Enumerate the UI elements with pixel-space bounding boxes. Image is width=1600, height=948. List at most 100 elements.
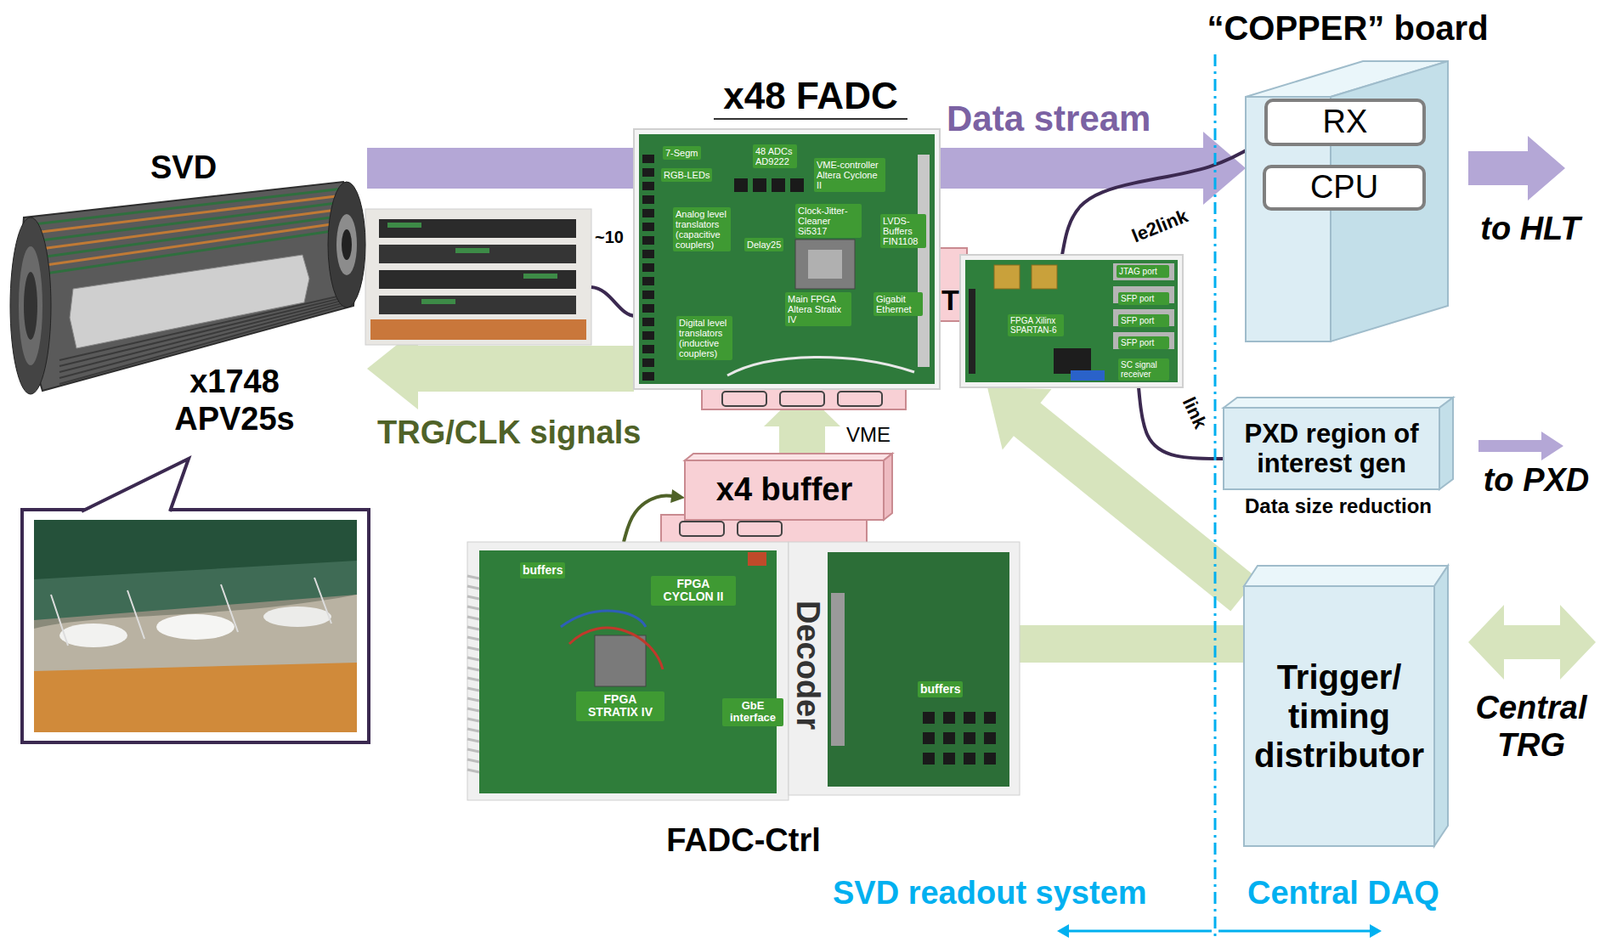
apv-closeup-photo <box>22 458 369 743</box>
repeater-photo-part <box>455 248 490 254</box>
fadc-board-art-part <box>642 277 655 286</box>
scope-arrows <box>1057 924 1382 939</box>
svd-detector-art-part <box>33 188 344 225</box>
boundary-line <box>1214 54 1217 942</box>
buffer-stack-part <box>737 521 782 537</box>
block-label: PXD region of interest gen <box>1223 418 1440 480</box>
fadc-ctrl-board-art-part <box>479 550 777 794</box>
fadc-ctrl-board-art-part <box>467 637 480 640</box>
roi-box: PXD region of interest gen <box>1223 397 1454 490</box>
buffer-box-art-part <box>684 460 884 521</box>
edge-label: TRG/CLK signals <box>377 414 641 453</box>
cable-line <box>1062 139 1265 255</box>
fadc-ctrl-board-art-part <box>467 769 480 773</box>
fadc-ctrl-board-art-part <box>467 576 480 579</box>
ftb-board-art-part <box>960 254 1183 388</box>
apv-closeup-photo-part <box>50 577 332 646</box>
fadc-ctrl-board-art-part <box>467 616 480 620</box>
signal-arrow-line <box>412 345 634 392</box>
free-label: ~10 <box>594 227 624 248</box>
svd-detector-art-part <box>59 296 349 367</box>
ftb-board-art-part <box>1053 348 1092 374</box>
buffer-box-art-part <box>684 453 893 461</box>
apv-closeup-photo-part <box>22 509 369 743</box>
fadc-ctrl-board-art-part <box>467 759 480 763</box>
component-tag: Analog level translators (capacitive cou… <box>672 207 731 252</box>
fadc-board-art-part <box>917 154 930 368</box>
repeater-photo-part <box>370 319 587 340</box>
repeater-photo-part <box>387 222 422 228</box>
fadc-ctrl-board-art-part <box>827 552 1010 787</box>
fadc-ctrl-board-art-part <box>943 752 956 765</box>
free-label: to PXD <box>1480 462 1593 500</box>
apv-closeup-photo-part <box>33 520 357 733</box>
fadc-ctrl-board-art-part <box>467 749 480 752</box>
fadc-board: x48 FADC7-SegmRGB-LEDs48 ADCs AD9222VME-… <box>633 129 940 390</box>
apv-closeup-photo-part <box>81 458 189 514</box>
double-arrow <box>1468 604 1596 680</box>
component-tag: 7-Segm <box>662 146 702 160</box>
block-label: x4 buffer <box>684 471 884 509</box>
fadc-board-art-part <box>642 209 655 218</box>
component-tag: FPGA CYCLON II <box>650 576 736 606</box>
fadc-board-art-part <box>642 249 655 259</box>
svd-detector-art-part <box>336 214 357 276</box>
repeater-photo-part <box>523 273 558 279</box>
cable <box>591 287 636 317</box>
component-tag: 48 ADCs AD9222 <box>752 144 798 169</box>
component-tag: Digital level translators (inductive cou… <box>676 316 733 361</box>
component-tag: FPGA Xilinx SPARTAN-6 <box>1007 314 1064 337</box>
output-arrow <box>1478 431 1564 461</box>
decoder-label: Decoder <box>788 600 826 730</box>
ftb-board-art-part <box>1113 332 1175 350</box>
roi-box-art-part <box>1223 397 1454 408</box>
trigger-box-art-part <box>1434 565 1448 847</box>
apv-closeup-photo-part <box>59 623 128 648</box>
fadc-ctrl-board-art-part <box>467 688 480 691</box>
fadc-board-art-part <box>808 249 843 279</box>
fadc-ctrl-board-art-part <box>963 732 976 745</box>
fadc-ctrl-board-art-part <box>983 712 996 724</box>
apv-closeup-photo-part <box>263 606 332 628</box>
component-tag: Delay25 <box>744 237 784 252</box>
fadc-ctrl-board: buffersFPGA CYCLON IIFPGA STRATIX IVGbE … <box>467 542 1020 801</box>
trigger-box-art-part <box>1243 565 1448 587</box>
cable-line <box>1138 387 1224 459</box>
cable <box>1138 387 1224 459</box>
fadc-ctrl-board-art-part <box>467 657 480 661</box>
fadc-board-art-part <box>642 304 655 313</box>
svd-detector-art-part <box>327 181 366 308</box>
fadc-ctrl-board-art-part <box>467 596 480 600</box>
board-heading: x48 FADC <box>713 74 908 120</box>
fadc-ctrl-board-art-part <box>467 678 480 681</box>
free-label: Central DAQ <box>1247 875 1440 913</box>
fadc-ctrl-board-art-part <box>943 732 956 745</box>
component-tag: SFP port <box>1118 336 1170 350</box>
svd-detector-art-part <box>59 299 349 373</box>
component-tag: SC signal receiver <box>1118 358 1170 381</box>
block-label: RX <box>1267 103 1423 142</box>
trigger-box-art-part <box>1243 586 1435 847</box>
block-label: CPU <box>1266 169 1423 207</box>
free-label: T <box>941 283 960 317</box>
scope-arrows-part <box>1057 924 1069 939</box>
trigger-box: Trigger/ timing distributor <box>1243 565 1448 847</box>
fadc-ctrl-board-art-part <box>963 752 976 765</box>
fadc-board-art-part <box>642 168 655 177</box>
component-tag: VME-controller Altera Cyclone II <box>814 158 886 193</box>
fadc-ctrl-board-art-part <box>747 552 767 566</box>
fadc-board-art-part <box>734 178 748 193</box>
component-tag: JTAG port <box>1116 265 1170 278</box>
fadc-ctrl-board-art-part <box>983 752 996 765</box>
signal-band-line <box>1019 625 1244 663</box>
component-tag: LVDS-Buffers FIN1108 <box>880 214 927 249</box>
component-tag: Main FPGA Altera Stratix IV <box>785 292 852 327</box>
block-label: Trigger/ timing distributor <box>1243 657 1435 775</box>
fadc-board-art-part <box>642 344 655 354</box>
fadc-board-art-part <box>790 178 804 193</box>
fadc-ctrl-board-art-part <box>788 542 1020 796</box>
fadc-ctrl-board-art-part <box>963 712 976 724</box>
fadc-ctrl-board-art-part <box>467 647 480 651</box>
ftb-board-art-part <box>994 265 1020 289</box>
